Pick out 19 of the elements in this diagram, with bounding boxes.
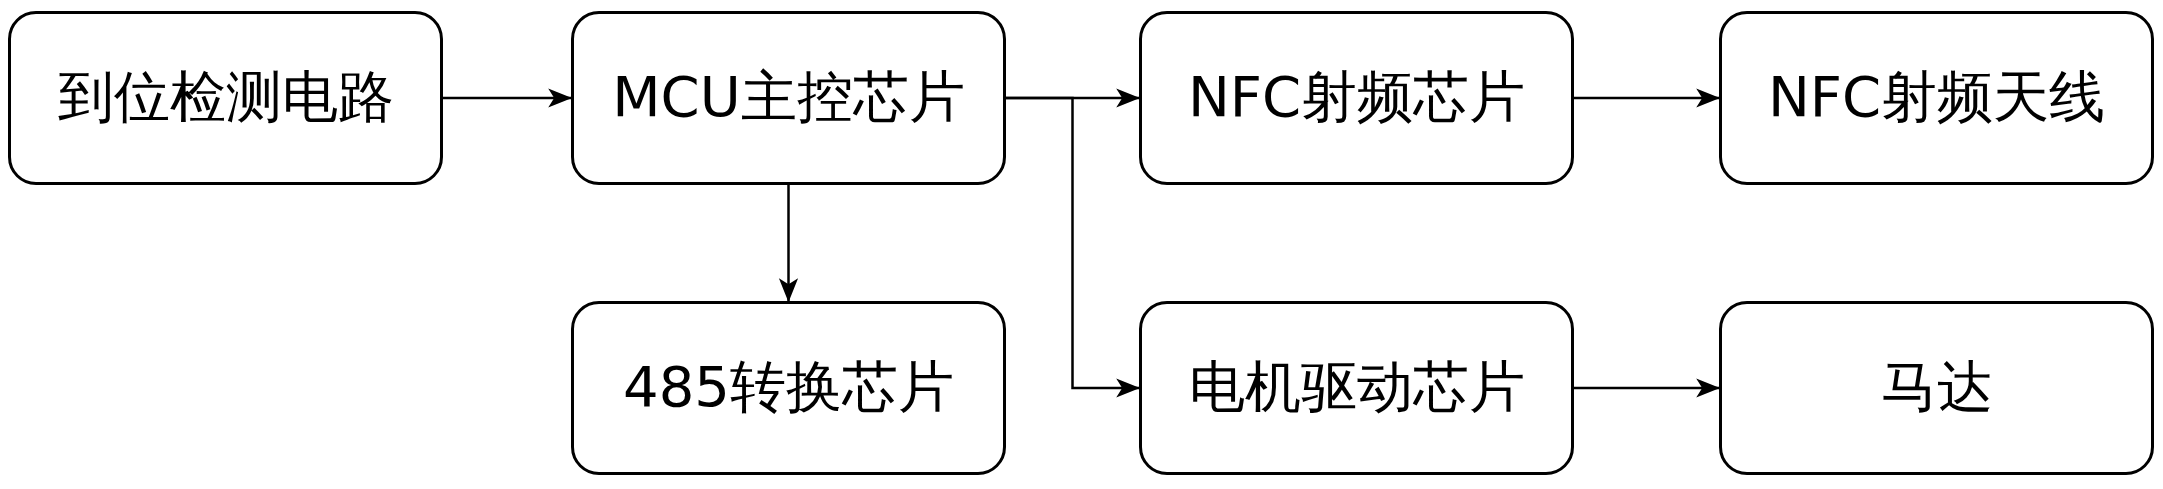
box-label: NFC射频天线	[1767, 63, 2106, 131]
process-box	[1139, 11, 1574, 185]
process-box	[1719, 11, 2154, 185]
process-box	[1139, 301, 1574, 475]
box-label: 马达	[1880, 353, 1993, 421]
arrow	[1574, 88, 1721, 108]
box-label: NFC射频芯片	[1187, 63, 1526, 131]
box-label: MCU主控芯片	[612, 63, 965, 131]
arrow	[1006, 96, 1141, 398]
process-box	[571, 301, 1006, 475]
arrow	[778, 185, 799, 303]
process-box	[8, 11, 443, 185]
box-label: 电机驱动芯片	[1188, 353, 1525, 421]
box-label: 到位检测电路	[57, 63, 394, 131]
process-box	[1719, 301, 2154, 475]
process-box	[571, 11, 1006, 185]
arrow	[1574, 378, 1721, 398]
arrow	[443, 88, 573, 108]
box-label: 485转换芯片	[623, 353, 954, 421]
